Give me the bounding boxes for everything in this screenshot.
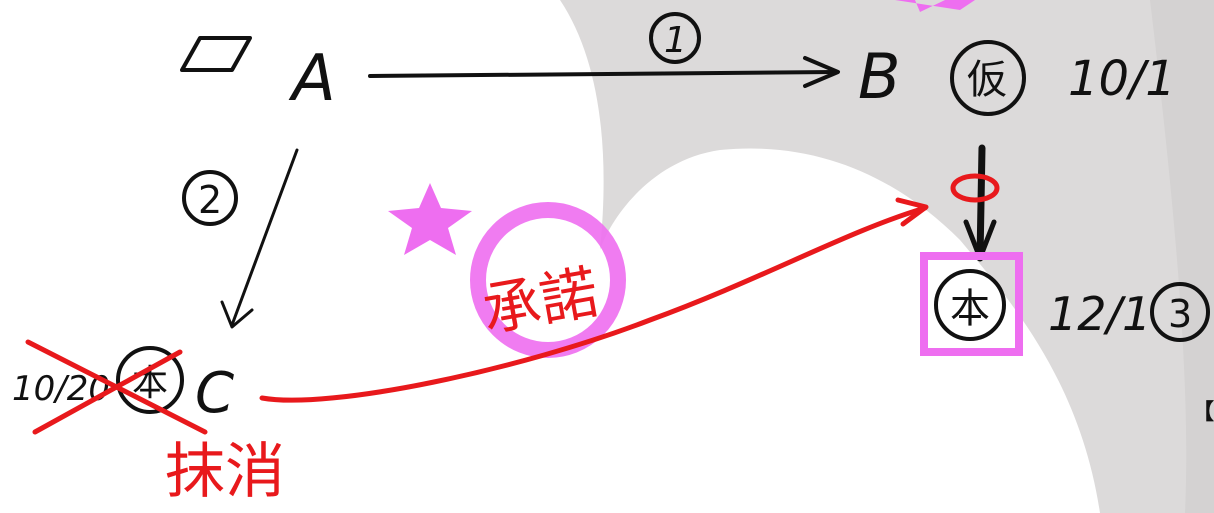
arrow-a-b-head xyxy=(803,56,840,88)
strike-line-2 xyxy=(32,349,183,435)
order-2-circle xyxy=(182,170,238,226)
star-top-partial xyxy=(895,0,975,12)
star-left xyxy=(388,183,472,255)
node-c-label: C xyxy=(195,361,234,426)
date-d: 12/1 xyxy=(1048,287,1151,341)
note-erase: 抹消 xyxy=(165,437,285,507)
mark-main-c-circle xyxy=(116,346,184,414)
parallelogram-icon xyxy=(180,36,252,72)
order-1-number: 1 xyxy=(664,20,687,61)
mark-main-d-circle xyxy=(934,269,1006,341)
order-3-circle xyxy=(1150,282,1210,342)
node-b-label: B xyxy=(858,40,901,113)
order-2-number: 2 xyxy=(198,178,222,222)
mark-main-d-text: 本 xyxy=(950,286,990,332)
background-shape-right xyxy=(1150,0,1214,513)
node-a-label: A xyxy=(288,42,336,116)
bracket-label: 【 xyxy=(1192,400,1214,425)
highlight-square xyxy=(920,252,1023,356)
arrow-a-b xyxy=(368,70,837,78)
arrow-a-c-head xyxy=(220,300,254,329)
order-1-circle xyxy=(649,12,701,64)
red-ellipse-mark xyxy=(950,173,1000,203)
mark-provisional-text: 仮 xyxy=(967,57,1007,103)
date-b: 10/1 xyxy=(1068,51,1176,107)
arrow-c-b-head xyxy=(895,197,929,227)
arrow-c-b-curve xyxy=(259,205,928,403)
background-shape xyxy=(560,0,1214,513)
stamp-circle xyxy=(470,202,626,358)
arrow-b-d xyxy=(976,144,986,262)
mark-provisional-circle xyxy=(950,40,1026,116)
arrow-a-c xyxy=(230,148,299,327)
order-3-number: 3 xyxy=(1168,292,1192,336)
